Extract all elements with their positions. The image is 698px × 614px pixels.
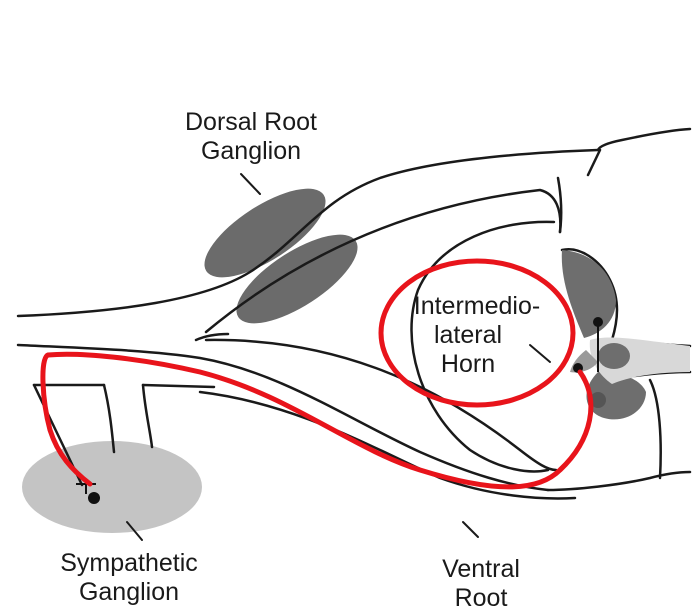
- gray-matter-nucleus: [598, 343, 630, 369]
- label-line: Root: [454, 584, 508, 612]
- label-ventral-root: Ventral Root: [426, 555, 536, 613]
- highlight-circle: [378, 258, 576, 408]
- sympathetic-ganglion: [22, 441, 202, 533]
- leader-intermediolateral-horn: [529, 344, 551, 363]
- ventral-horn: [586, 372, 646, 420]
- label-line: Sympathetic: [60, 549, 198, 577]
- label-line: Horn: [440, 350, 496, 378]
- leader-dorsal-root-ganglion: [240, 173, 261, 195]
- label-line: Ventral: [442, 555, 520, 583]
- label-dorsal-root-ganglion: Dorsal Root Ganglion: [168, 108, 334, 166]
- ventral-root-exit: [590, 392, 606, 408]
- dorsal-root-ganglion-upper: [204, 188, 326, 278]
- label-line: Intermedio-: [413, 292, 541, 320]
- postganglionic-neuron-body: [88, 492, 100, 504]
- leader-ventral-root: [462, 521, 479, 538]
- label-line: lateral: [433, 321, 503, 349]
- preganglionic-fiber: [40, 351, 594, 490]
- dorsal-root-ganglion-lower: [236, 234, 358, 324]
- label-line: Ganglion: [200, 137, 302, 165]
- label-intermediolateral-horn: Intermedio- lateral Horn: [405, 292, 549, 379]
- label-sympathetic-ganglion: Sympathetic Ganglion: [44, 549, 214, 607]
- label-line: Ganglion: [78, 578, 180, 606]
- dorsal-horn: [561, 250, 616, 338]
- leader-sympathetic-ganglion: [126, 521, 143, 541]
- leader-lines: [126, 173, 551, 541]
- label-line: Dorsal Root: [185, 108, 317, 136]
